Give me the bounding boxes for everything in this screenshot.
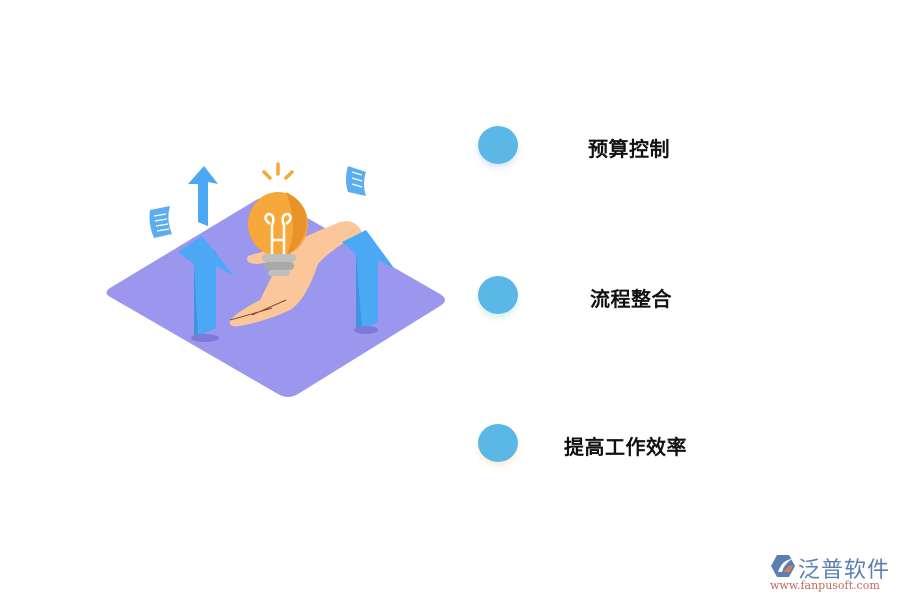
bullet-dot-icon (478, 424, 518, 462)
lightbulb-icon (248, 162, 308, 276)
feature-item-budget-control: 预算控制 (476, 124, 736, 168)
fanpu-logo-icon (771, 555, 795, 577)
feature-item-process-integration: 流程整合 (476, 274, 736, 318)
bullet-dot-icon (478, 126, 518, 164)
bullet-dot-icon (478, 276, 518, 314)
feature-label: 流程整合 (590, 287, 672, 311)
hand-lightbulb-icon (106, 162, 445, 397)
feature-label: 预算控制 (588, 137, 670, 161)
arrow-up-icon (178, 236, 234, 342)
feature-label: 提高工作效率 (564, 435, 687, 459)
brand-url: www.fanpusoft.com (770, 579, 880, 592)
paper-icon (149, 206, 172, 238)
feature-item-efficiency: 提高工作效率 (476, 422, 736, 466)
hand-icon (229, 221, 362, 327)
brand-watermark: 泛普软件 www.fanpusoft.com (770, 552, 895, 592)
arrow-up-icon (188, 166, 218, 226)
arrow-up-icon (342, 230, 394, 334)
brand-name: 泛普软件 (798, 558, 891, 583)
idea-illustration (100, 160, 450, 400)
paper-icon (346, 166, 366, 196)
